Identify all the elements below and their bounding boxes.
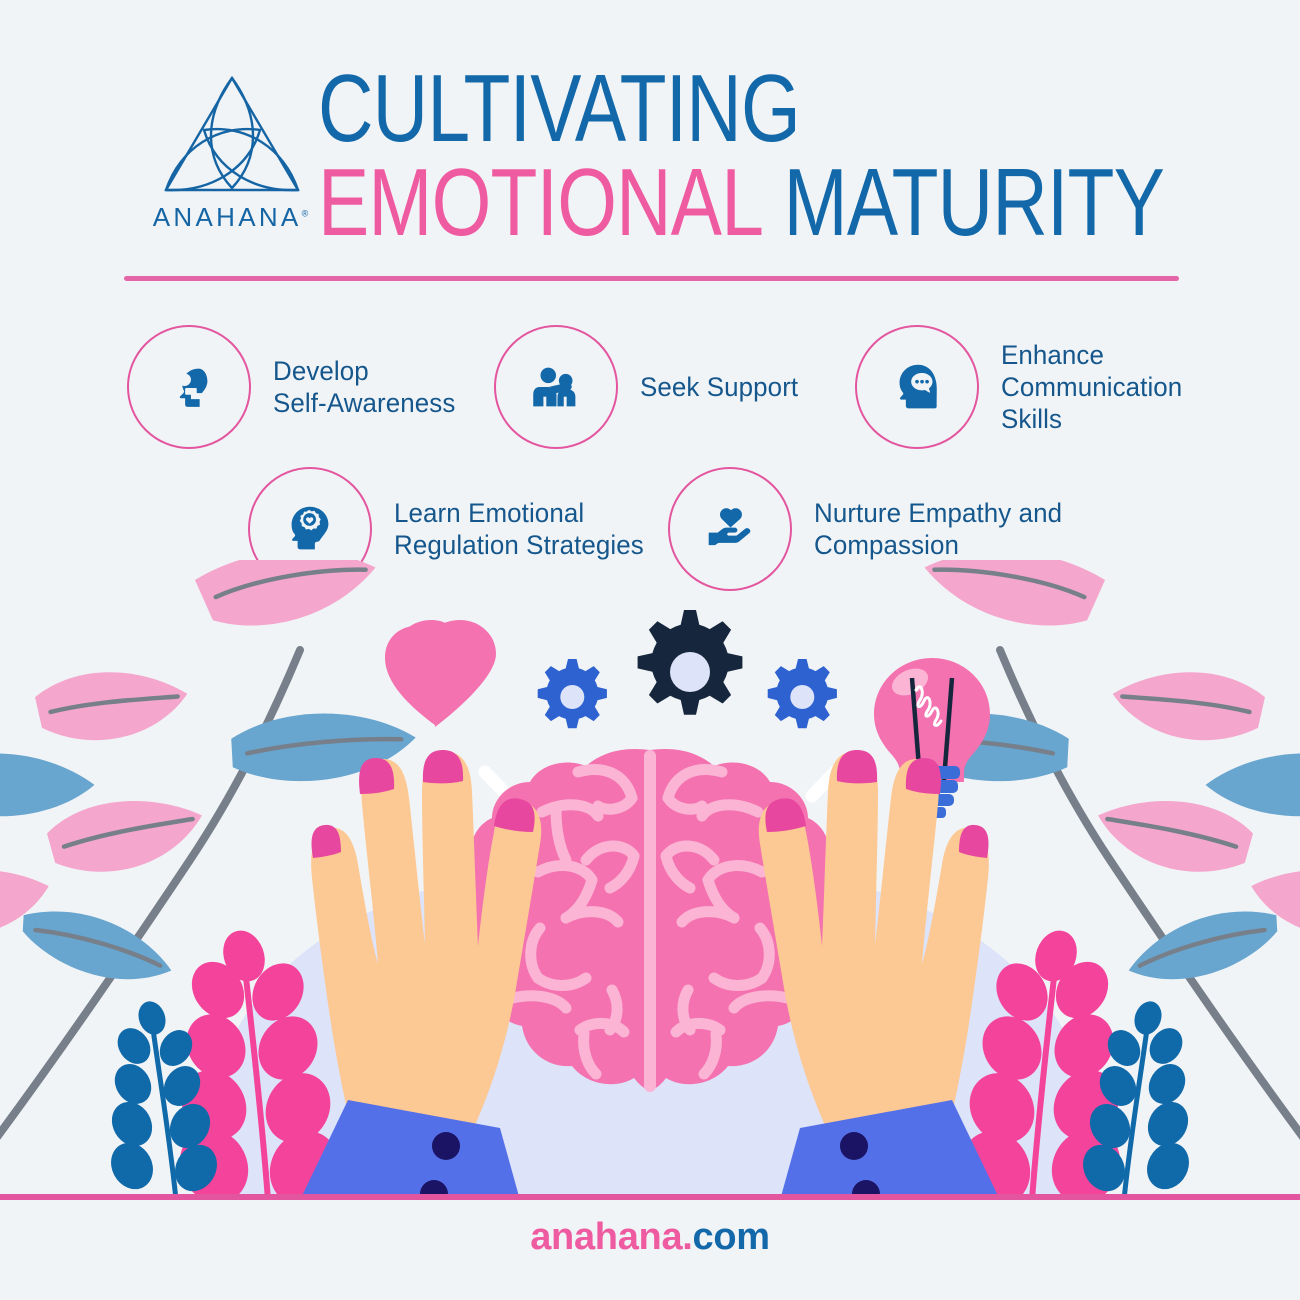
list-item-label: Seek Support	[640, 371, 799, 402]
brain-illustration	[0, 560, 1300, 1200]
sleeve-button	[432, 1132, 460, 1160]
tips-list: Develop Self-Awareness Seek Support	[0, 310, 1300, 600]
gear-small-left	[537, 659, 607, 729]
title-maturity: MATURITY	[783, 149, 1165, 257]
list-item-label: Learn Emotional Regulation Strategies	[394, 497, 644, 560]
left-hand	[300, 750, 542, 1200]
gear-small-right	[767, 659, 837, 729]
list-item-nurture-empathy[interactable]: Nurture Empathy and Compassion	[668, 467, 1073, 591]
hand-heart-icon	[668, 467, 792, 591]
sleeve	[780, 1100, 1000, 1200]
triquetra-logo-icon	[158, 72, 306, 200]
website-link[interactable]: anahana.com	[530, 1216, 770, 1258]
list-item-enhance-communication[interactable]: Enhance Communication Skills	[855, 325, 1190, 449]
brand-wordmark: ANAHANA®	[152, 202, 309, 232]
list-item-seek-support[interactable]: Seek Support	[494, 325, 805, 449]
title-line-1: CULTIVATING	[318, 55, 801, 162]
head-speech-bubble-icon	[855, 325, 979, 449]
footer-divider	[0, 1194, 1300, 1200]
title-emotional: EMOTIONAL	[318, 149, 764, 257]
site-tld: com	[692, 1216, 771, 1258]
sleeve	[300, 1100, 520, 1200]
sprig-blue-right	[1083, 1001, 1189, 1200]
site-name: anahana.	[530, 1216, 693, 1258]
sprig-blue-left	[111, 1001, 217, 1200]
list-item-label: Develop Self-Awareness	[273, 355, 456, 418]
gear-large	[637, 610, 743, 715]
list-item-label: Nurture Empathy and Compassion	[814, 497, 1063, 560]
title-line-2: EMOTIONAL MATURITY	[318, 155, 1165, 251]
list-item-label: Enhance Communication Skills	[1001, 339, 1183, 435]
fingernails	[765, 750, 989, 858]
footer: anahana.com	[0, 1216, 1300, 1259]
list-item-develop-self-awareness[interactable]: Develop Self-Awareness	[127, 325, 463, 449]
header-divider	[124, 276, 1179, 281]
two-people-icon	[494, 325, 618, 449]
list-item-learn-emotional-regulation[interactable]: Learn Emotional Regulation Strategies	[248, 467, 654, 591]
page-title: CULTIVATING EMOTIONAL MATURITY	[318, 55, 1198, 251]
heart	[385, 620, 496, 727]
brand-logo: ANAHANA®	[148, 72, 313, 252]
sleeve-button	[840, 1132, 868, 1160]
right-hand	[758, 750, 1000, 1200]
head-profile-icon	[127, 325, 251, 449]
fingernails	[311, 750, 535, 858]
header: ANAHANA® CULTIVATING EMOTIONAL MATURITY	[0, 0, 1300, 290]
